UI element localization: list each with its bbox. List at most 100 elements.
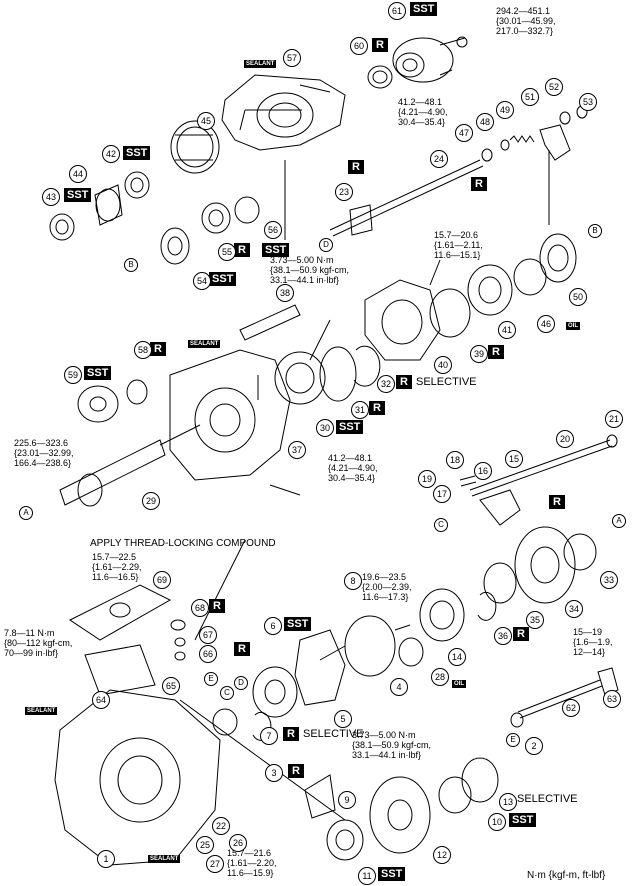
- callout-35: 35: [526, 611, 544, 629]
- callout-52: 52: [545, 78, 563, 96]
- callout-23: 23: [335, 183, 353, 201]
- clip-48: [500, 139, 510, 151]
- callout-59: 59: [64, 366, 82, 384]
- torque-note-63: 15—19 {1.6—1.9, 12—14}: [573, 627, 613, 657]
- callout-51: 51: [521, 88, 539, 106]
- r-badge-31: R: [369, 401, 385, 415]
- callout-22: 22: [212, 817, 230, 835]
- case-1: [54, 689, 221, 866]
- sealant-tag-1: SEALANT: [25, 707, 58, 715]
- clip-47: [481, 148, 493, 162]
- callout-21: 21: [605, 410, 623, 428]
- torque-note-bolt-small: 3.73—5.00 N·m {38.1—50.9 kgf-cm, 33.1—44…: [270, 255, 350, 285]
- ref-letter-d-bottom: D: [234, 676, 248, 690]
- seal-58: [126, 379, 148, 405]
- ref-letter-d-top: D: [319, 238, 333, 252]
- pin-16: [459, 475, 477, 487]
- sst-badge-61: SST: [410, 2, 438, 16]
- selective-label-32: SELECTIVE: [416, 376, 477, 388]
- torque-note-69: 15.7—22.5 {1.61—2.29, 11.6—16.5}: [92, 552, 142, 582]
- sleeve-14: [419, 588, 465, 642]
- drive-chain-45: [170, 120, 220, 174]
- sst-badge-43: SST: [64, 188, 92, 202]
- bearing-10: [438, 776, 472, 814]
- callout-44: 44: [69, 165, 87, 183]
- ref-letter-b-left: B: [124, 258, 138, 272]
- r-badge-36: R: [513, 627, 529, 641]
- oil-tag-46: OIL: [566, 322, 580, 330]
- cover-69: [69, 584, 172, 641]
- sst-badge-42: SST: [123, 146, 151, 160]
- torque-note-8: 19.6—23.5 {2.00—2.39, 11.6—17.3}: [362, 572, 412, 602]
- output-shaft-29: [59, 424, 201, 507]
- callout-61: 61: [388, 2, 406, 20]
- bearing-55: [201, 202, 231, 234]
- torque-note-64: 7.8—11 N·m {80—112 kgf-cm, 70—99 in·lbf}: [4, 628, 73, 658]
- callout-33: 33: [600, 571, 618, 589]
- callout-31: 31: [351, 401, 369, 419]
- bearing-6: [252, 666, 298, 718]
- callout-64: 64: [92, 691, 110, 709]
- callout-55: 55: [218, 243, 236, 261]
- fork-15: [479, 489, 521, 526]
- ref-letter-a-right: A: [612, 514, 626, 528]
- guide-38: [239, 304, 301, 341]
- callout-13: 13: [499, 793, 517, 811]
- companion-flange-61: [392, 36, 468, 83]
- callout-32: 32: [377, 375, 395, 393]
- callout-5: 5: [334, 710, 352, 728]
- ref-letter-b-right: B: [588, 224, 602, 238]
- callout-17: 17: [433, 485, 451, 503]
- r-badge-6: R: [234, 642, 250, 656]
- callout-49: 49: [496, 101, 514, 119]
- needle-56: [234, 196, 260, 224]
- r-badge-60: R: [372, 38, 388, 52]
- ref-letter-e-left: E: [204, 672, 218, 686]
- retainer-5: [294, 629, 346, 706]
- bearing-43: [49, 213, 75, 241]
- sealant-tag-37: SEALANT: [188, 340, 221, 348]
- r-badge-39: R: [488, 345, 504, 359]
- callout-69: 69: [153, 571, 171, 589]
- bearing-46: [513, 258, 547, 296]
- ref-letter-c-bottom: C: [220, 686, 234, 700]
- gear-44: [94, 184, 123, 226]
- callout-39: 39: [470, 345, 488, 363]
- callout-24: 24: [430, 150, 448, 168]
- r-badge-58: R: [150, 342, 166, 356]
- snap-13: [461, 757, 499, 803]
- callout-42: 42: [102, 145, 120, 163]
- callout-36: 36: [494, 627, 512, 645]
- callout-56: 56: [264, 221, 282, 239]
- callout-6: 6: [264, 617, 282, 635]
- sst-badge-56: SST: [262, 243, 290, 257]
- torque-note-59: 225.6—323.6 {23.01—32.99, 166.4—238.6}: [14, 438, 74, 468]
- thread-locking-note: APPLY THREAD-LOCKING COMPOUND: [90, 538, 276, 549]
- bearing-30: [274, 351, 326, 405]
- callout-14: 14: [448, 648, 466, 666]
- snap-36: [477, 591, 497, 621]
- callout-30: 30: [316, 419, 334, 437]
- callout-9: 9: [338, 791, 356, 809]
- callout-8: 8: [344, 572, 362, 590]
- seal-3: [212, 708, 238, 736]
- gasket-68: [170, 619, 186, 631]
- bracket-65: [84, 644, 156, 696]
- r-badge-55: R: [234, 243, 250, 257]
- callout-45: 45: [197, 112, 215, 130]
- units-footer: N·m {kgf-m, ft-lbf}: [527, 870, 606, 881]
- flange-59: [77, 385, 119, 423]
- gear-12: [369, 776, 431, 854]
- callout-12: 12: [433, 846, 451, 864]
- gear-34: [514, 526, 576, 604]
- callout-7: 7: [260, 727, 278, 745]
- callout-2: 2: [525, 737, 543, 755]
- callout-1: 1: [97, 850, 115, 868]
- callout-25: 25: [196, 836, 214, 854]
- callout-46: 46: [537, 315, 555, 333]
- gear-50: [539, 233, 577, 283]
- torque-note-61: 294.2—451.1 {30.01—45.99, 217.0—332.7}: [496, 6, 556, 36]
- callout-63: 63: [603, 690, 621, 708]
